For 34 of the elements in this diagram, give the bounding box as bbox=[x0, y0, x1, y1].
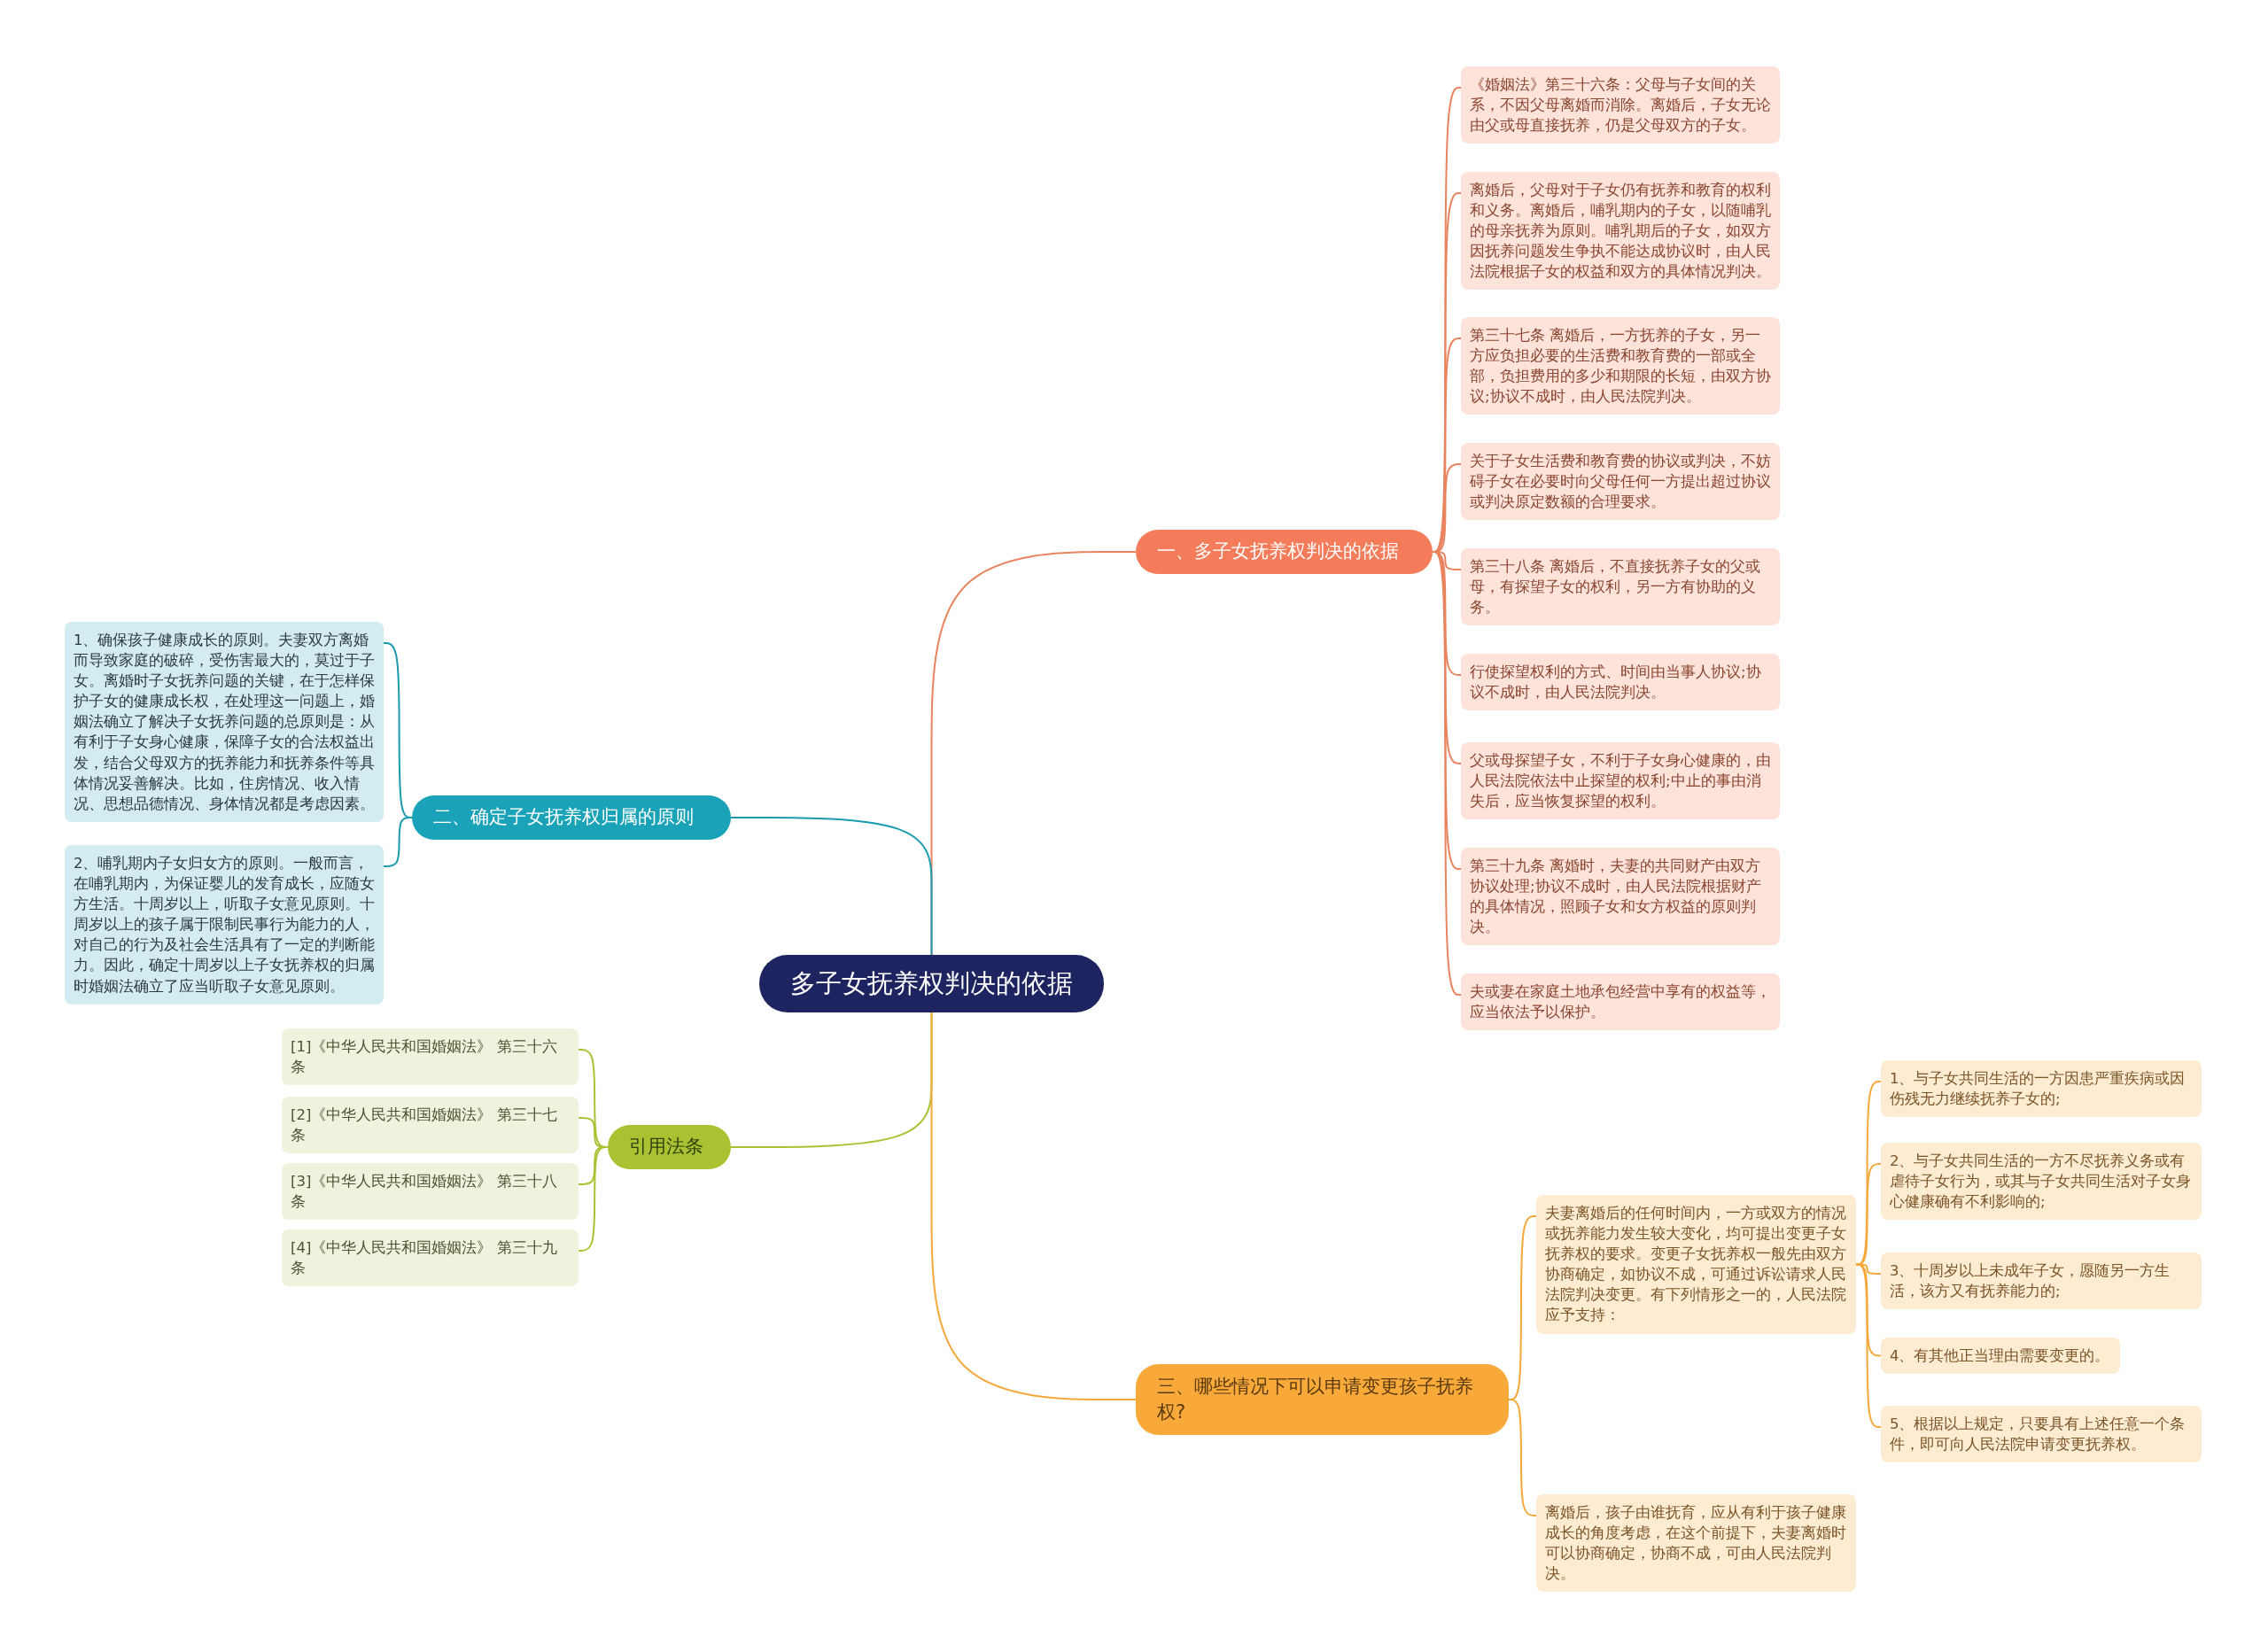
connector-line bbox=[930, 1012, 1137, 1400]
connector-line bbox=[730, 817, 933, 956]
note-card: 2、哺乳期内子女归女方的原则。一般而言，在哺乳期内，为保证婴儿的发育成长，应随女方生活。十周岁以上，听取子女意见原则。十周岁以上的孩子属于限制民事行为能力的人，对自己的行为及社会生活具有了一定的判断能力。因此，确定十周岁以上子女抚养权的归属时婚姻法确立了应当听取子女意见原则。 bbox=[65, 845, 384, 1004]
note-card: 夫或妻在家庭土地承包经营中享有的权益等，应当依法予以保护。 bbox=[1461, 973, 1780, 1031]
connector-line bbox=[1508, 1399, 1537, 1516]
note-card: 第三十九条 离婚时，夫妻的共同财产由双方协议处理;协议不成时，由人民法院根据财产的具体情况，照顾子女和女方权益的原则判决。 bbox=[1461, 848, 1780, 946]
note-card: 1、与子女共同生活的一方因患严重疾病或因伤残无力继续抚养子女的; bbox=[1881, 1060, 2202, 1118]
note-card: 父或母探望子女，不利于子女身心健康的，由人民法院依法中止探望的权利;中止的事由消失后，应当恢复探望的权利。 bbox=[1461, 742, 1780, 820]
note-card: [3]《中华人民共和国婚姻法》 第三十八条 bbox=[282, 1163, 579, 1221]
connector-line bbox=[1855, 1163, 1882, 1266]
note-card: 第三十七条 离婚后，一方抚养的子女，另一方应负担必要的生活费和教育费的一部或全部，负担费用的多少和期限的长短，由双方协议;协议不成时，由人民法院判决。 bbox=[1461, 317, 1780, 415]
branch-topic: 三、哪些情况下可以申请变更孩子抚养权? bbox=[1136, 1364, 1509, 1435]
note-card: 5、根据以上规定，只要具有上述任意一个条件，即可向人民法院申请变更抚养权。 bbox=[1881, 1406, 2202, 1463]
central-topic: 多子女抚养权判决的依据 bbox=[759, 955, 1104, 1012]
note-card: 夫妻离婚后的任何时间内，一方或双方的情况或抚养能力发生较大变化，均可提出变更子女抚养权的要求。变更子女抚养权一般先由双方协商确定，如协议不成，可通过诉讼请求人民法院判决变更。有下列情形之一的，人民法院应予支持： bbox=[1536, 1195, 1856, 1334]
branch-topic: 二、确定子女抚养权归属的原则 bbox=[412, 795, 731, 840]
note-card: 第三十八条 离婚后，不直接抚养子女的父或母，有探望子女的权利，另一方有协助的义务。 bbox=[1461, 548, 1780, 626]
connector-line bbox=[383, 817, 413, 867]
note-card: [4]《中华人民共和国婚姻法》 第三十九条 bbox=[282, 1229, 579, 1287]
note-card: 4、有其他正当理由需要变更的。 bbox=[1881, 1338, 2120, 1375]
branch-topic: 一、多子女抚养权判决的依据 bbox=[1136, 530, 1433, 574]
note-card: [2]《中华人民共和国婚姻法》 第三十七条 bbox=[282, 1097, 579, 1154]
note-card: 3、十周岁以上未成年子女，愿随另一方生活，该方又有抚养能力的; bbox=[1881, 1253, 2202, 1310]
branch-topic: 引用法条 bbox=[608, 1125, 731, 1169]
note-card: [1]《中华人民共和国婚姻法》 第三十六条 bbox=[282, 1028, 579, 1086]
connector-line bbox=[1855, 1263, 1882, 1428]
note-card: 2、与子女共同生活的一方不尽抚养义务或有虐待子女行为，或其与子女共同生活对子女身心健康确有不利影响的; bbox=[1881, 1143, 2202, 1221]
note-card: 离婚后，父母对于子女仍有抚养和教育的权利和义务。离婚后，哺乳期内的子女，以随哺乳的母亲抚养为原则。哺乳期后的子女，如双方因抚养问题发生争执不能达成协议时，由人民法院根据子女的权益和双方的具体情况判决。 bbox=[1461, 172, 1780, 291]
note-card: 1、确保孩子健康成长的原则。夫妻双方离婚而导致家庭的破碎，受伤害最大的，莫过于子女。离婚时子女抚养问题的关键，在于怎样保护子女的健康成长权，在处理这一问题上，婚姻法确立了解决子女抚养问题的总原则是：从有利于子女身心健康，保障子女的合法权益出发，结合父母双方的抚养能力和抚养条件等具体情况妥善解决。比如，住房情况、收入情况、思想品德情况、身体情况都是考虑因素。 bbox=[65, 622, 384, 822]
note-card: 关于子女生活费和教育费的协议或判决，不妨碍子女在必要时向父母任何一方提出超过协议或判决原定数额的合理要求。 bbox=[1461, 443, 1780, 521]
note-card: 行使探望权利的方式、时间由当事人协议;协议不成时，由人民法院判决。 bbox=[1461, 654, 1780, 711]
note-card: 离婚后，孩子由谁抚育，应从有利于孩子健康成长的角度考虑，在这个前提下，夫妻离婚时可以协商确定，协商不成，可由人民法院判决。 bbox=[1536, 1494, 1856, 1593]
connector-line bbox=[1432, 551, 1462, 996]
note-card: 《婚姻法》第三十六条：父母与子女间的关系，不因父母离婚而消除。离婚后，子女无论由父或母直接抚养，仍是父母双方的子女。 bbox=[1461, 66, 1780, 144]
